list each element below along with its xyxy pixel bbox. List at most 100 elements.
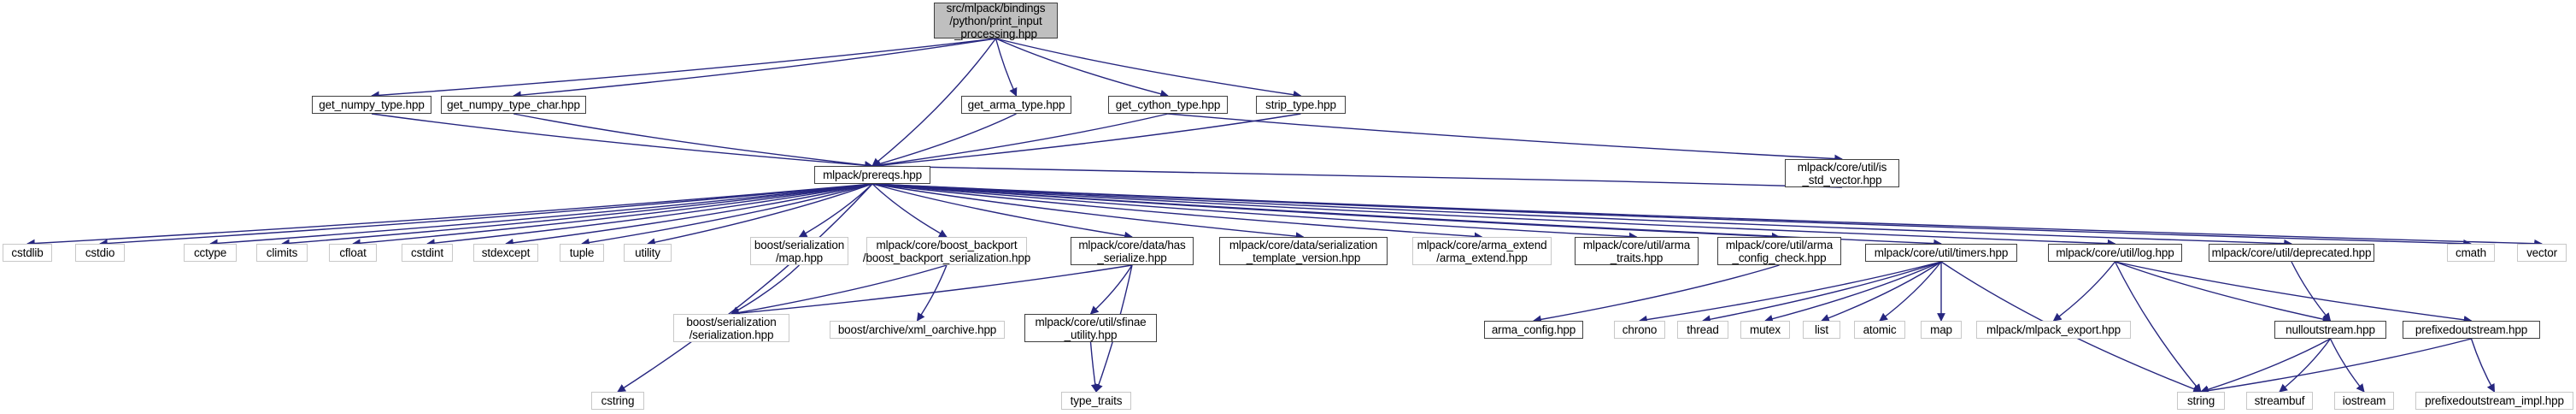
graph-node-deprecated[interactable]: mlpack/core/util/deprecated.hpp <box>2209 244 2374 262</box>
graph-edge-prereqs-to-boost_backport <box>871 183 948 238</box>
graph-node-has_serialize[interactable]: mlpack/core/data/has _serialize.hpp <box>1071 237 1194 265</box>
graph-node-iostream[interactable]: iostream <box>2334 392 2394 410</box>
graph-node-prereqs[interactable]: mlpack/prereqs.hpp <box>814 166 930 184</box>
graph-edge-prereqs-to-utility <box>647 183 873 246</box>
graph-node-strip_type[interactable]: strip_type.hpp <box>1256 96 1346 114</box>
graph-edge-prereqs-to-has_serialize <box>871 183 1133 240</box>
graph-node-prefixed_impl[interactable]: prefixedoutstream_impl.hpp <box>2415 392 2573 410</box>
graph-node-mutex[interactable]: mutex <box>1740 321 1790 339</box>
graph-edge-root-to-strip_type <box>995 38 1302 99</box>
graph-edge-prereqs-to-stdexcept <box>505 183 873 247</box>
graph-edge-root-to-get_numpy_type <box>371 38 996 100</box>
graph-edge-timers-to-thread <box>1702 261 1942 324</box>
graph-edge-get_numpy_type_char-to-prereqs <box>513 113 873 169</box>
graph-edge-has_serialize-to-sfinae_utility <box>1089 264 1133 315</box>
graph-edge-boost_ser_map-to-boost_ser_ser <box>731 264 800 315</box>
graph-node-prefixedoutstream[interactable]: prefixedoutstream.hpp <box>2403 321 2540 339</box>
graph-node-climits[interactable]: climits <box>256 244 308 262</box>
graph-edge-boost_backport-to-boost_ser_ser <box>731 264 948 317</box>
graph-edge-prereqs-to-arma_traits <box>871 183 1638 241</box>
graph-edge-prereqs-to-cmath <box>871 183 2472 248</box>
graph-edge-timers-to-mutex <box>1764 261 1942 323</box>
graph-edge-sfinae_utility-to-type_traits <box>1089 341 1100 393</box>
graph-edge-root-to-get_numpy_type_char <box>513 38 996 100</box>
graph-node-atomic[interactable]: atomic <box>1854 321 1905 339</box>
graph-node-thread[interactable]: thread <box>1677 321 1728 339</box>
graph-edge-prereqs-to-vector <box>871 183 2543 248</box>
edges <box>26 38 2543 395</box>
graph-edge-get_numpy_type-to-prereqs <box>371 113 873 170</box>
graph-edge-prereqs-to-tuple <box>581 183 873 247</box>
graph-node-tuple[interactable]: tuple <box>560 244 604 262</box>
graph-node-root[interactable]: src/mlpack/bindings /python/print_input … <box>934 2 1058 40</box>
graph-node-ser_template_ver[interactable]: mlpack/core/data/serialization _template… <box>1219 237 1388 265</box>
graph-edge-prereqs-to-cctype <box>209 183 873 248</box>
graph-node-boost_ser_ser[interactable]: boost/serialization /serialization.hpp <box>673 314 789 342</box>
graph-edge-nulloutstream-to-string <box>2200 338 2331 393</box>
graph-node-log[interactable]: mlpack/core/util/log.hpp <box>2048 244 2182 262</box>
graph-edge-log-to-nulloutstream <box>2115 261 2332 323</box>
graph-node-cstdint[interactable]: cstdint <box>402 244 453 262</box>
graph-edge-timers-to-chrono <box>1639 261 1942 324</box>
graph-node-get_numpy_type[interactable]: get_numpy_type.hpp <box>312 96 431 114</box>
graph-node-arma_extend[interactable]: mlpack/core/arma_extend /arma_extend.hpp <box>1412 237 1552 265</box>
graph-node-cstring[interactable]: cstring <box>591 392 644 410</box>
graph-edge-has_serialize-to-boost_ser_ser <box>731 264 1133 318</box>
graph-edge-get_cython_type-to-is_std_vector <box>1167 113 1843 163</box>
graph-node-arma_traits[interactable]: mlpack/core/util/arma _traits.hpp <box>1575 237 1699 265</box>
graph-node-mlpack_export[interactable]: mlpack/mlpack_export.hpp <box>1976 321 2131 339</box>
graph-edge-prereqs-to-boost_ser_map <box>798 183 873 238</box>
graph-edge-prereqs-to-cfloat <box>352 183 873 248</box>
graph-node-cfloat[interactable]: cfloat <box>329 244 377 262</box>
graph-edge-arma_config_check-to-arma_config <box>1533 264 1780 324</box>
graph-edge-strip_type-to-prereqs <box>871 113 1301 170</box>
graph-node-sfinae_utility[interactable]: mlpack/core/util/sfinae _utility.hpp <box>1024 314 1157 342</box>
graph-edge-prereqs-to-climits <box>281 183 873 248</box>
graph-node-boost_backport[interactable]: mlpack/core/boost_backport /boost_backpo… <box>862 237 1031 265</box>
graph-edge-prereqs-to-arma_config_check <box>871 183 1781 241</box>
graph-node-arma_config_check[interactable]: mlpack/core/util/arma _config_check.hpp <box>1717 237 1841 265</box>
graph-edge-prereqs-to-cstring <box>617 183 873 393</box>
graph-node-arma_config[interactable]: arma_config.hpp <box>1484 321 1583 339</box>
graph-edge-prereqs-to-cstdint <box>426 183 873 247</box>
graph-node-boost_ser_map[interactable]: boost/serialization /map.hpp <box>750 237 848 265</box>
graph-node-chrono[interactable]: chrono <box>1614 321 1665 339</box>
graph-edge-log-to-prefixedoutstream <box>2115 261 2473 324</box>
graph-node-cstdio[interactable]: cstdio <box>75 244 125 262</box>
graph-edge-timers-to-list <box>1821 261 1942 322</box>
graph-edge-is_std_vector-to-prereqs <box>871 162 1843 188</box>
graph-node-is_std_vector[interactable]: mlpack/core/util/is _std_vector.hpp <box>1785 159 1899 187</box>
graph-edge-nulloutstream-to-iostream <box>2329 338 2365 393</box>
graph-edge-prereqs-to-deprecated <box>871 183 2292 248</box>
graph-node-cmath[interactable]: cmath <box>2447 244 2495 262</box>
graph-edge-get_arma_type-to-prereqs <box>871 113 1017 169</box>
graph-node-get_arma_type[interactable]: get_arma_type.hpp <box>961 96 1071 114</box>
graph-node-list[interactable]: list <box>1803 321 1840 339</box>
graph-node-streambuf[interactable]: streambuf <box>2246 392 2313 410</box>
graph-edge-prereqs-to-cstdio <box>99 183 873 248</box>
graph-edge-prefixedoutstream-to-prefixed_impl <box>2470 338 2496 393</box>
graph-node-get_numpy_type_char[interactable]: get_numpy_type_char.hpp <box>441 96 586 114</box>
graph-node-nulloutstream[interactable]: nulloutstream.hpp <box>2274 321 2386 339</box>
graph-node-get_cython_type[interactable]: get_cython_type.hpp <box>1108 96 1228 114</box>
graph-edge-prefixedoutstream-to-string <box>2200 338 2472 395</box>
graph-node-stdexcept[interactable]: stdexcept <box>473 244 538 262</box>
graph-node-cstdlib[interactable]: cstdlib <box>3 244 52 262</box>
graph-edge-nulloutstream-to-streambuf <box>2279 338 2332 393</box>
graph-node-vector[interactable]: vector <box>2517 244 2567 262</box>
graph-node-string[interactable]: string <box>2177 392 2225 410</box>
graph-node-xml_oarchive[interactable]: boost/archive/xml_oarchive.hpp <box>830 321 1005 339</box>
graph-node-utility[interactable]: utility <box>624 244 672 262</box>
graph-node-map[interactable]: map <box>1921 321 1962 339</box>
graph-edge-boost_backport-to-xml_oarchive <box>916 264 948 322</box>
graph-edge-root-to-get_cython_type <box>995 38 1169 98</box>
graph-edge-prereqs-to-log <box>871 183 2116 248</box>
graph-node-cctype[interactable]: cctype <box>184 244 237 262</box>
graph-edge-root-to-get_arma_type <box>995 38 1018 97</box>
graph-node-timers[interactable]: mlpack/core/util/timers.hpp <box>1865 244 2017 262</box>
graph-edge-get_cython_type-to-prereqs <box>871 113 1169 169</box>
graph-node-type_traits[interactable]: type_traits <box>1061 392 1131 410</box>
graph-edge-log-to-mlpack_export <box>2052 261 2116 322</box>
